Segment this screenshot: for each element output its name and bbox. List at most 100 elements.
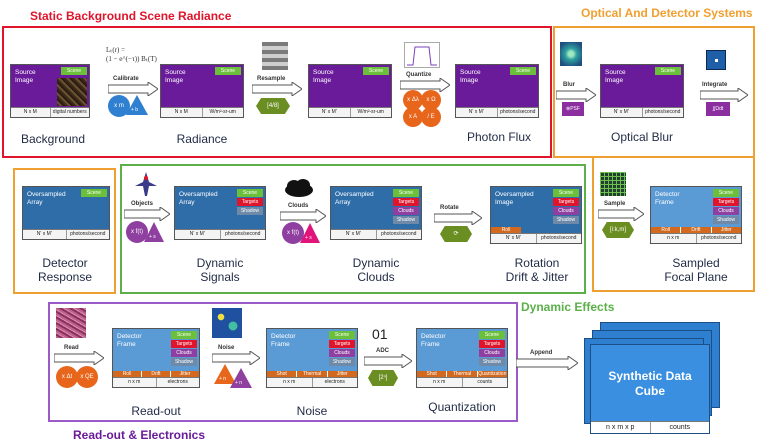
append-label: Append — [530, 350, 553, 356]
readout-region-title: Read-out & Electronics — [73, 428, 206, 442]
card-dims: N' x M' — [491, 234, 537, 243]
quantize-energy-op: / E — [421, 107, 441, 127]
resampled-card: Source Image Scene N' x M' W/m²-sr-um — [308, 64, 392, 118]
card-title: Source Image — [15, 69, 36, 84]
optical-region-lower — [592, 158, 755, 292]
card-dims: N' x M' — [175, 230, 221, 239]
tag-scene: Scene — [363, 67, 389, 75]
card-units: electrons — [167, 379, 188, 385]
card-units: photons/second — [645, 109, 681, 115]
tag-scene: Scene — [655, 67, 681, 75]
card-title: Source Image — [313, 69, 334, 84]
radiance-label: Radiance — [176, 132, 228, 146]
optical-blur-card: Source Image Scene N' x M'photons/second — [600, 64, 684, 118]
card-title: Source Image — [165, 69, 186, 84]
card-units: photons/second — [225, 231, 261, 237]
background-label: Background — [20, 132, 86, 146]
cube-units: counts — [669, 424, 691, 431]
dynamic-region-title: Dynamic Effects — [521, 300, 615, 314]
read-arrow — [54, 351, 104, 365]
quantize-arrow — [400, 78, 450, 92]
background-texture-image — [57, 78, 87, 106]
tag-shadow: Shadow — [237, 207, 263, 215]
static-region-title: Static Background Scene Radiance — [30, 9, 232, 23]
card-dims: N' x M' — [456, 108, 498, 117]
card-dims: n x m — [267, 378, 313, 387]
tag-targets: Targets — [713, 198, 739, 206]
integrate-arrow — [700, 88, 748, 102]
formula-line-1: Lₜ(r) = — [106, 46, 126, 54]
calibrate-multiply-op: x m — [108, 95, 130, 117]
photon-flux-label: Photon Flux — [466, 130, 532, 144]
objects-label: Objects — [131, 201, 154, 207]
calibrate-add-text: + b — [131, 107, 139, 113]
tag-clouds: Clouds — [553, 207, 579, 215]
append-arrow — [516, 356, 578, 370]
card-dims: N' x M' — [309, 108, 351, 117]
synthetic-data-cube: Synthetic Data Cube n x m x p counts — [590, 344, 710, 434]
calibrate-add-op — [126, 95, 148, 115]
card-units: photons/second — [500, 109, 536, 115]
objects-multiply-op: x f(t) — [126, 221, 148, 243]
card-units: electrons — [324, 379, 345, 385]
clouds-arrow — [280, 209, 326, 223]
resample-arrow — [252, 82, 302, 96]
strip-drift: Drift — [681, 227, 712, 234]
sample-op: [i:k,m] — [602, 222, 634, 238]
card-title: Detector Frame — [117, 333, 142, 348]
detector-response-card: Oversampled Array Scene N' x M'photons/s… — [22, 186, 110, 240]
clouds-add-text: + s — [305, 235, 312, 241]
formula-line-2: (1 − e^(−τ)) Bₜ(T) — [106, 55, 157, 63]
photon-flux-card: Source Image Scene N' x M'photons/second — [455, 64, 539, 118]
tag-scene: Scene — [393, 189, 419, 197]
card-title: Oversampled Array — [27, 191, 66, 206]
tag-scene: Scene — [61, 67, 87, 75]
objects-add-text: + s — [149, 234, 156, 240]
card-units: counts — [477, 379, 493, 385]
card-title: Detector Frame — [655, 191, 680, 206]
adc-bits: 01 — [372, 326, 388, 342]
spectral-band-plot — [404, 42, 440, 68]
card-units: digital numbers — [52, 109, 87, 115]
tag-targets: Targets — [393, 198, 419, 206]
dynamic-clouds-label: Dynamic Clouds — [352, 256, 400, 284]
blur-arrow — [556, 88, 596, 102]
card-units: W/m²-sr-um — [209, 109, 236, 115]
read-label: Read — [64, 345, 79, 351]
readout-card: Detector Frame Scene Targets Clouds Shad… — [112, 328, 200, 388]
planck-formula: Lₜ(r) = (1 − e^(−τ)) Bₜ(T) — [106, 46, 157, 64]
optical-blur-label: Optical Blur — [610, 130, 674, 144]
strip-roll: Roll — [113, 371, 142, 378]
tag-scene: Scene — [510, 67, 536, 75]
dynamic-signals-card: Oversampled Array Scene Targets Shadow N… — [174, 186, 266, 240]
tag-targets: Targets — [171, 340, 197, 348]
adc-label: ADC — [376, 348, 389, 354]
psf-image — [560, 42, 582, 66]
resample-op: [4/8] — [256, 98, 290, 114]
noise-add-text-1: + n — [219, 376, 227, 382]
read-integration-op: x Δt — [56, 366, 78, 388]
card-units: W/m²-sr-um — [357, 109, 384, 115]
strip-thermal: Thermal — [447, 371, 478, 378]
tag-clouds: Clouds — [393, 207, 419, 215]
tag-shadow: Shadow — [553, 216, 579, 224]
tag-shadow: Shadow — [393, 216, 419, 224]
card-dims: N' x M' — [23, 230, 67, 239]
dynamic-signals-label: Dynamic Signals — [196, 256, 244, 284]
detector-response-label: Detector Response — [37, 256, 93, 284]
detector-response-box — [13, 168, 116, 294]
noise-stage-label: Noise — [296, 404, 328, 418]
integration-aperture-image — [706, 50, 726, 70]
card-dims: n x m — [417, 378, 463, 387]
tag-shadow: Shadow — [171, 358, 197, 366]
rotate-label: Rotate — [440, 205, 459, 211]
optical-region — [553, 26, 755, 158]
sample-label: Sample — [604, 201, 626, 207]
objects-arrow — [124, 207, 170, 221]
strip-quantization: Quantization — [477, 371, 507, 378]
card-units: photons/second — [381, 231, 417, 237]
rotation-card: Oversampled Image Scene Targets Clouds S… — [490, 186, 582, 244]
objects-add-op — [144, 222, 164, 242]
quantize-label: Quantize — [406, 72, 432, 78]
card-units: photons/second — [541, 235, 577, 241]
